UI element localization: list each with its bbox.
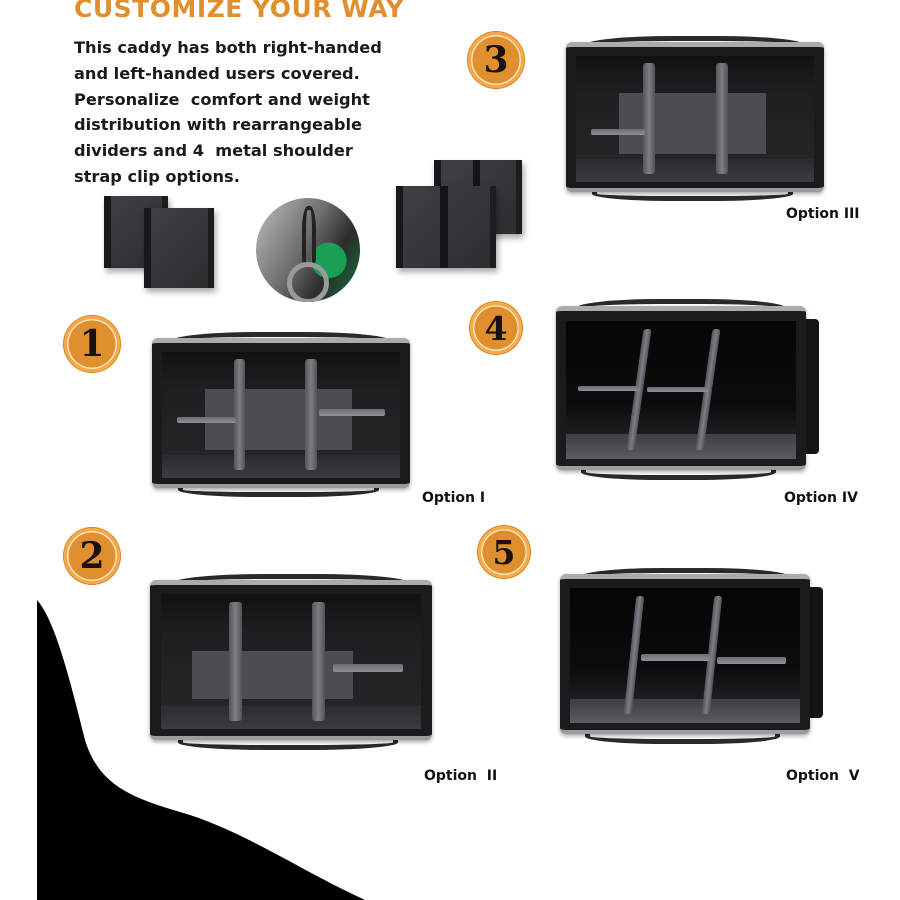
option-5-caption: Option V [786,768,860,784]
option-2-number-badge: 2 [64,528,120,584]
option-2-caption: Option II [424,768,498,784]
intro-paragraph: This caddy has both right-handed and lef… [74,35,434,190]
option-4-caption: Option IV [784,490,858,506]
bag-strap [177,479,380,497]
divider-horizontal [318,409,386,416]
page-title: CUSTOMIZE YOUR WAY [74,0,405,23]
carabiner-clip-icon [301,206,317,267]
metal-strap-clip-photo [256,198,360,302]
bag-side-pocket [807,586,823,718]
option-3-number-badge: 3 [468,32,524,88]
divider-horizontal [717,656,787,664]
option-3-caption: Option III [786,206,860,222]
option-1-number-badge: 1 [64,316,120,372]
divider-vertical [233,359,246,470]
intro-line: and left-handed users covered. [74,63,360,83]
option-4-bag-image [556,299,819,480]
divider-horizontal [332,664,403,673]
intro-line: strap clip options. [74,166,240,186]
divider-vertical [642,63,655,174]
intro-line: dividers and 4 metal shoulder [74,141,353,161]
bag-interior [576,55,814,182]
option-4-number-badge: 4 [470,302,522,354]
intro-line: distribution with rearrangeable [74,115,363,135]
bag-strap [178,730,399,750]
option-5-bag-image [560,567,823,744]
divider-horizontal [577,385,640,391]
divider-horizontal [641,654,711,661]
option-1-bag-image [152,332,410,497]
option-5-number-badge: 5 [478,526,530,578]
bag-strap [585,724,780,744]
bag-interior [566,320,796,459]
intro-line: Personalize comfort and weight [74,89,370,109]
bag-interior [570,588,800,723]
option-3-bag-image [566,36,824,201]
bag-interior [161,594,421,729]
divider-vertical [228,602,242,721]
padded-divider-icon [144,208,214,288]
intro-line: This caddy has both right-handed [74,38,382,57]
divider-vertical [311,602,325,721]
divider-horizontal [590,128,646,135]
padded-divider-icon [396,186,496,268]
bag-interior [162,351,400,478]
divider-horizontal [646,386,709,393]
divider-horizontal [176,417,236,424]
option-2-bag-image [150,573,432,750]
option-1-caption: Option I [422,490,486,506]
bag-side-pocket [803,319,819,454]
bag-strap [591,183,794,201]
divider-vertical [304,359,317,470]
divider-vertical [716,63,729,174]
strap-ring-icon [287,262,329,302]
